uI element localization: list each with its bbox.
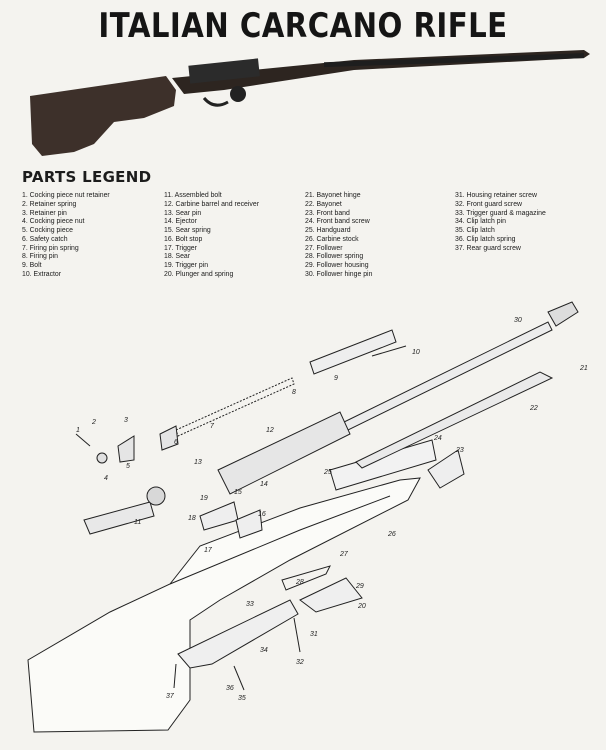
- exploded-view-diagram: 1 2 3 4 5 6 7 8 9 10 11 12 13 14 15 16 1…: [27, 301, 588, 733]
- legend-item: 5. Cocking piece: [22, 227, 73, 234]
- legend-item: 30. Follower hinge pin: [305, 270, 373, 278]
- callout-15: 15: [234, 489, 242, 496]
- legend-item: 36. Clip latch spring: [455, 235, 516, 243]
- callout-30: 30: [514, 317, 522, 324]
- legend-item: 6. Safety catch: [22, 235, 68, 243]
- callout-21: 21: [579, 365, 588, 372]
- callout-35: 35: [238, 695, 246, 702]
- legend-item: 16. Bolt stop: [164, 235, 203, 243]
- callout-1: 1: [76, 427, 80, 434]
- callout-13: 13: [194, 459, 202, 466]
- legend-item: 17. Trigger: [164, 244, 197, 252]
- callout-9: 9: [334, 375, 338, 382]
- callout-34: 34: [260, 647, 268, 654]
- legend-column-3: 21. Bayonet hinge 22. Bayonet 23. Front …: [305, 192, 372, 280]
- legend-item: 18. Sear: [164, 253, 191, 261]
- legend-item: 1. Cocking piece nut retainer: [22, 192, 110, 199]
- callout-14: 14: [260, 481, 268, 488]
- legend-item: 28. Follower spring: [305, 253, 364, 261]
- callout-36: 36: [226, 685, 234, 692]
- callout-37: 37: [166, 693, 175, 700]
- callout-32: 32: [296, 659, 304, 666]
- callout-20: 20: [357, 603, 366, 610]
- legend-item: 8. Firing pin: [22, 253, 59, 261]
- legend-item: 25. Handguard: [305, 227, 351, 234]
- callout-6: 6: [174, 439, 178, 446]
- legend-item: 19. Trigger pin: [164, 262, 209, 269]
- legend-item: 20. Plunger and spring: [164, 270, 234, 278]
- callout-3: 3: [124, 417, 128, 424]
- legend-item: 4. Cocking piece nut: [22, 218, 85, 226]
- legend-item: 34. Clip latch pin: [455, 218, 506, 226]
- legend-item: 2. Retainer spring: [22, 200, 77, 208]
- callout-22: 22: [529, 405, 538, 412]
- legend-item: 32. Front guard screw: [455, 200, 523, 208]
- legend-item: 10. Extractor: [22, 270, 62, 278]
- callout-7: 7: [210, 423, 215, 430]
- callout-25: 25: [323, 469, 332, 476]
- legend-item: 29. Follower housing: [305, 262, 369, 269]
- rifle-photo: [30, 50, 590, 156]
- legend-item: 24. Front band screw: [305, 218, 370, 226]
- callout-24: 24: [433, 435, 442, 442]
- callout-2: 2: [91, 419, 96, 426]
- callout-12: 12: [266, 427, 274, 434]
- parts-legend-title: PARTS LEGEND: [22, 168, 152, 186]
- callout-18: 18: [188, 515, 196, 522]
- legend-item: 14. Ejector: [164, 218, 197, 226]
- callout-23: 23: [455, 447, 464, 454]
- callout-29: 29: [355, 583, 364, 590]
- legend-item: 26. Carbine stock: [305, 235, 359, 243]
- callout-5: 5: [126, 463, 130, 470]
- callout-8: 8: [292, 389, 296, 396]
- legend-item: 37. Rear guard screw: [455, 244, 521, 252]
- legend-item: 15. Sear spring: [164, 227, 211, 234]
- callout-17: 17: [204, 547, 213, 554]
- callout-26: 26: [387, 531, 396, 538]
- legend-item: 27. Follower: [305, 244, 343, 252]
- callout-33: 33: [246, 601, 254, 608]
- legend-item: 3. Retainer pin: [22, 209, 67, 217]
- callout-27: 27: [339, 551, 349, 558]
- legend-item: 9. Bolt: [22, 262, 42, 269]
- legend-item: 31. Housing retainer screw: [455, 192, 537, 199]
- callout-28: 28: [295, 579, 304, 586]
- legend-item: 33. Trigger guard & magazine: [455, 209, 546, 217]
- legend-item: 7. Firing pin spring: [22, 244, 79, 252]
- legend-column-4: 31. Housing retainer screw 32. Front gua…: [455, 192, 546, 253]
- legend-item: 35. Clip latch: [455, 227, 495, 234]
- legend-item: 11. Assembled bolt: [164, 192, 222, 199]
- legend-item: 12. Carbine barrel and receiver: [164, 200, 259, 208]
- legend-item: 23. Front band: [305, 209, 350, 217]
- callout-11: 11: [134, 519, 141, 526]
- callout-16: 16: [258, 511, 266, 518]
- page-title: ITALIAN CARCANO RIFLE: [98, 6, 508, 46]
- legend-item: 13. Sear pin: [164, 209, 202, 217]
- callout-10: 10: [412, 349, 420, 356]
- callout-19: 19: [200, 495, 208, 502]
- legend-item: 21. Bayonet hinge: [305, 192, 361, 199]
- legend-item: 22. Bayonet: [305, 200, 342, 208]
- legend-column-1: 1. Cocking piece nut retainer 2. Retaine…: [22, 192, 110, 280]
- callout-31: 31: [310, 631, 318, 638]
- callout-4: 4: [104, 475, 108, 482]
- legend-column-2: 11. Assembled bolt 12. Carbine barrel an…: [164, 192, 259, 280]
